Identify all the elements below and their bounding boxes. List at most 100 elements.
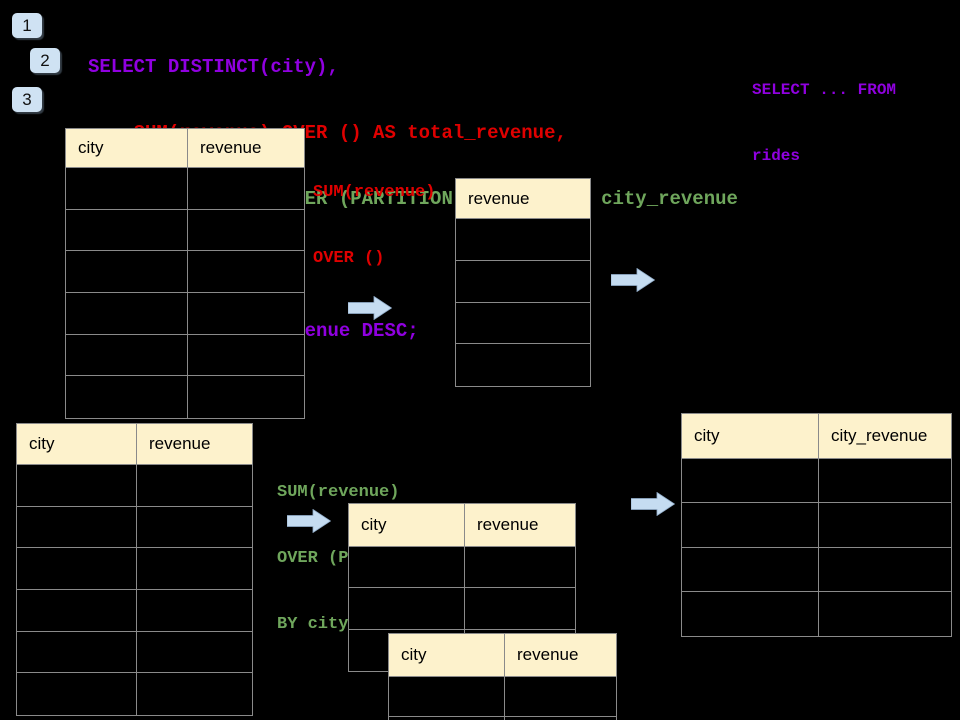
table-row — [682, 547, 951, 592]
table-total-revenue-result: revenue — [455, 178, 591, 388]
table-cell — [682, 503, 818, 546]
sql-code-line: SELECT DISTINCT(city), — [88, 56, 339, 78]
label-line: OVER () — [313, 249, 385, 268]
table-body — [682, 459, 951, 637]
table-header-row: city revenue — [389, 634, 616, 677]
column-header-revenue: revenue — [468, 189, 530, 208]
table-cell — [66, 293, 187, 334]
column-header-revenue: revenue — [136, 424, 252, 464]
table-cell — [456, 344, 590, 386]
table-cell — [389, 677, 504, 716]
table-cell — [17, 507, 136, 548]
table-source-bottom: city revenue — [16, 423, 253, 717]
table-row — [349, 588, 575, 630]
table-row — [66, 209, 304, 252]
label-line: BY city) — [277, 615, 359, 634]
table-row — [17, 590, 252, 632]
column-header-city: city — [78, 138, 104, 157]
table-cell — [818, 459, 951, 503]
table-row — [682, 459, 951, 504]
table-row — [456, 261, 590, 303]
table-cell — [17, 632, 136, 673]
table-cell — [504, 677, 616, 716]
table-header-row: city revenue — [66, 129, 304, 168]
table-cell — [136, 590, 252, 631]
table-row — [66, 251, 304, 294]
table-cell — [187, 168, 304, 209]
table-cell — [17, 590, 136, 631]
table-cell — [136, 465, 252, 506]
table-cell — [464, 588, 575, 629]
table-body — [17, 465, 252, 716]
table-header-row: city city_revenue — [682, 414, 951, 459]
table-header-row: city revenue — [17, 424, 252, 465]
table-city-revenue-result: city city_revenue — [681, 413, 952, 638]
table-row — [456, 344, 590, 386]
column-header-revenue: revenue — [464, 504, 575, 546]
table-cell — [464, 547, 575, 588]
note-line: SELECT ... FROM — [752, 81, 897, 99]
table-header-row: city revenue — [349, 504, 575, 547]
table-source-top: city revenue — [65, 128, 305, 420]
table-row — [456, 219, 590, 261]
table-cell — [187, 376, 304, 419]
table-row — [682, 503, 951, 548]
column-header-revenue: revenue — [187, 129, 304, 167]
table-row — [66, 293, 304, 335]
arrow-right-icon — [348, 296, 392, 320]
table-row — [66, 168, 304, 210]
table-cell — [136, 506, 252, 548]
table-cell — [66, 335, 187, 376]
table-partition-overlay: city revenue — [388, 633, 617, 720]
table-cell — [456, 303, 590, 344]
select-from-rides-note: SELECT ... FROM rides — [752, 35, 896, 211]
table-cell — [66, 376, 187, 418]
arrow-right-icon — [611, 268, 655, 292]
column-header-city: city — [361, 515, 387, 534]
step-badge-3: 3 — [12, 87, 42, 112]
table-cell — [187, 293, 304, 334]
table-cell — [456, 219, 590, 260]
table-row — [389, 717, 616, 720]
note-line: rides — [752, 147, 801, 165]
table-cell — [187, 334, 304, 376]
table-row — [17, 631, 252, 674]
column-header-city-revenue: city_revenue — [818, 414, 951, 458]
table-row — [17, 673, 252, 716]
table-cell — [66, 210, 187, 251]
table-body — [66, 168, 304, 419]
table-row — [389, 677, 616, 717]
table-cell — [17, 465, 136, 506]
table-cell — [682, 548, 818, 591]
table-row — [349, 547, 575, 589]
label-line: SUM(revenue) — [313, 183, 436, 202]
column-header-revenue: revenue — [504, 634, 616, 676]
table-cell — [187, 209, 304, 251]
table-cell — [17, 548, 136, 589]
table-body — [456, 219, 590, 386]
table-cell — [136, 631, 252, 673]
table-row — [17, 465, 252, 507]
arrow-right-icon — [631, 492, 675, 516]
label-line: SUM(revenue) — [277, 483, 400, 502]
table-cell — [682, 459, 818, 502]
table-cell — [682, 592, 818, 636]
table-row — [682, 591, 951, 637]
table-cell — [136, 548, 252, 590]
table-cell — [66, 251, 187, 292]
table-row — [66, 376, 304, 419]
column-header-city: city — [29, 434, 55, 453]
table-row — [17, 506, 252, 549]
table-body — [389, 677, 616, 720]
step-badge-1: 1 — [12, 13, 42, 38]
column-header-city: city — [694, 426, 720, 445]
table-cell — [818, 591, 951, 637]
step-badge-2: 2 — [30, 48, 60, 73]
window-total-label: SUM(revenue) OVER () — [313, 138, 435, 314]
table-cell — [818, 547, 951, 591]
table-row — [66, 334, 304, 377]
table-header-row: revenue — [456, 179, 590, 219]
table-row — [17, 548, 252, 591]
table-row — [456, 303, 590, 345]
